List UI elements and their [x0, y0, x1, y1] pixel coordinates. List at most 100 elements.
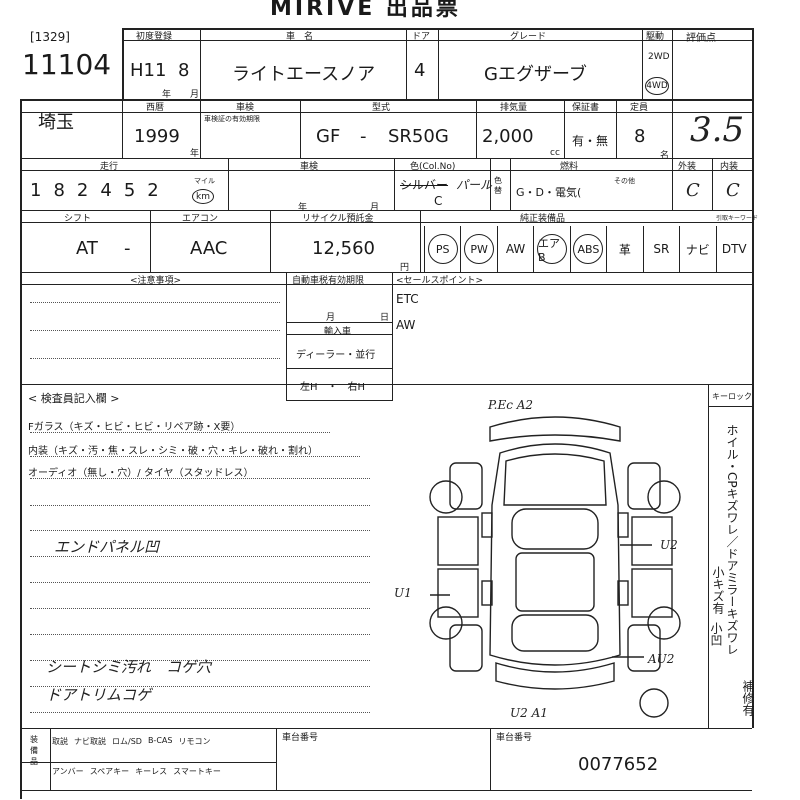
wheel-rr: [647, 606, 681, 640]
drive-label: 駆動: [646, 32, 665, 42]
drive-4wd-circled: 4WD: [645, 77, 669, 95]
color-code: C: [434, 194, 443, 208]
fuel-options: G・D・電気(: [516, 186, 582, 199]
sales-label: <セールスポイント>: [396, 276, 484, 286]
legend-repaired: 補修有: [741, 680, 755, 716]
door-fr: [631, 516, 673, 566]
handwritten-note-2: シートシミ汚れ コゲ穴: [46, 658, 212, 676]
car-rear-window: [511, 614, 599, 652]
type-label: 型式: [372, 103, 391, 113]
side-mirror-r: [617, 512, 629, 538]
drive-2wd: 2WD: [648, 52, 670, 62]
shift-dash: -: [124, 238, 131, 259]
fender-fr: [627, 462, 661, 510]
footer-item: スペアキー: [89, 767, 130, 776]
pillar-r: [617, 580, 629, 606]
equip-option-6: SR: [642, 226, 679, 272]
footer-item: スマートキー: [173, 767, 221, 776]
color-new: パール: [456, 178, 493, 192]
lot-number: 11104: [22, 48, 112, 81]
type-code: SR50G: [388, 126, 449, 147]
exterior-label: 外装: [678, 162, 697, 172]
interior-label: 内装: [720, 162, 739, 172]
damage-mark-rear: U2 A1: [510, 706, 548, 720]
footer-item: 取説: [52, 737, 68, 746]
type-dash: -: [360, 126, 367, 147]
damage-mark-front: P.Ec A2: [488, 398, 534, 412]
capacity-label: 定員: [630, 103, 649, 113]
equip-option-2: AW: [496, 226, 533, 272]
footer-item: ロム/SD: [112, 737, 142, 746]
door-rl: [437, 568, 479, 618]
sales-point-1: ETC: [396, 292, 419, 306]
recycle-fee-label: リサイクル預託金: [302, 214, 374, 224]
capacity: 8: [634, 126, 646, 147]
legend-small-scratch: 小キズ有: [711, 566, 725, 614]
equip-option-label: エアB: [537, 234, 568, 264]
handwritten-note-1: エンドパネル凹: [54, 538, 160, 556]
inspector-line-1: Fガラス（キズ・ヒビ・ヒビ・リペア跡・X要）: [28, 422, 241, 433]
equip-option-label: 革: [618, 242, 631, 257]
wheel-fl: [429, 480, 463, 514]
footer-items-bottom: アンバースペアキーキーレススマートキー: [52, 766, 221, 777]
equip-option-8: DTV: [715, 226, 752, 272]
footer-entry-label: 車台番号: [282, 733, 319, 743]
handle-side: 左H ・ 右H: [300, 382, 366, 393]
mileage-unit-mile: マイル: [194, 177, 215, 185]
equip-option-label: DTV: [721, 242, 747, 256]
r3-month-mark: 月: [370, 203, 380, 213]
door-rr: [631, 568, 673, 618]
equip-option-4: ABS: [569, 226, 606, 272]
handwritten-note-3: ドアトリムコゲ: [46, 686, 152, 704]
car-name-label: 車 名: [286, 32, 314, 42]
ac-value: AAC: [190, 238, 228, 259]
tax-expiry-label: 自動車税有効期限: [292, 276, 365, 286]
fender-fl: [449, 462, 483, 510]
capacity-unit: 名: [660, 151, 670, 161]
color-change-label: 色替: [494, 176, 502, 195]
footer-item: B-CAS: [147, 736, 173, 745]
damage-mark-right: U2: [660, 538, 678, 552]
recycle-fee: 12,560: [312, 238, 375, 259]
car-diagram: [429, 416, 681, 718]
equip-label: 純正装備品: [520, 214, 566, 224]
r3-year-mark: 年: [298, 203, 308, 213]
inspection-note: 車検証の有効期限: [204, 115, 260, 123]
mileage-label: 走行: [100, 162, 119, 172]
equip-option-0: PS: [424, 226, 460, 272]
footer-serial-label: 車台番号: [496, 733, 533, 743]
equip-option-label: ABS: [573, 234, 604, 264]
chassis-serial: 0077652: [578, 754, 659, 775]
damage-mark-left: U1: [394, 586, 412, 600]
equip-option-5: 革: [606, 226, 642, 272]
mileage-digits: 182452: [30, 180, 171, 201]
inspector-label: < 検査員記入欄 >: [28, 392, 120, 405]
type-prefix: GF: [316, 126, 341, 147]
car-windshield: [511, 508, 599, 550]
reg-month: 8: [178, 60, 190, 81]
fuel-label: 燃料: [560, 162, 579, 172]
fender-rl: [449, 624, 483, 672]
tax-day: 日: [380, 313, 390, 323]
wheel-fr: [647, 480, 681, 514]
recycle-fee-unit: 円: [400, 263, 410, 273]
sheet-title: MIRIVE 出品票: [270, 0, 461, 21]
car-name: ライトエースノア: [232, 64, 376, 85]
interior-grade: C: [726, 180, 740, 201]
legend-small-dent: 小凹: [709, 622, 723, 646]
equip-option-label: ナビ: [685, 242, 710, 257]
model-year: 1999: [134, 126, 180, 147]
car-rear-bumper: [495, 662, 615, 690]
equip-option-1: PW: [460, 226, 496, 272]
notes-label: <注意事項>: [130, 276, 182, 286]
import-type: ディーラー・並行: [296, 350, 376, 361]
model-year-unit: 年: [190, 149, 200, 159]
footer-item: リモコン: [178, 737, 211, 746]
month-mark: 月: [190, 90, 200, 100]
score-value: 3.5: [690, 110, 745, 150]
car-hood: [503, 453, 607, 506]
recycle-inspection-label: 車検: [300, 162, 319, 172]
warranty: 有・無: [572, 134, 609, 148]
footer-item: アンバー: [52, 767, 84, 776]
